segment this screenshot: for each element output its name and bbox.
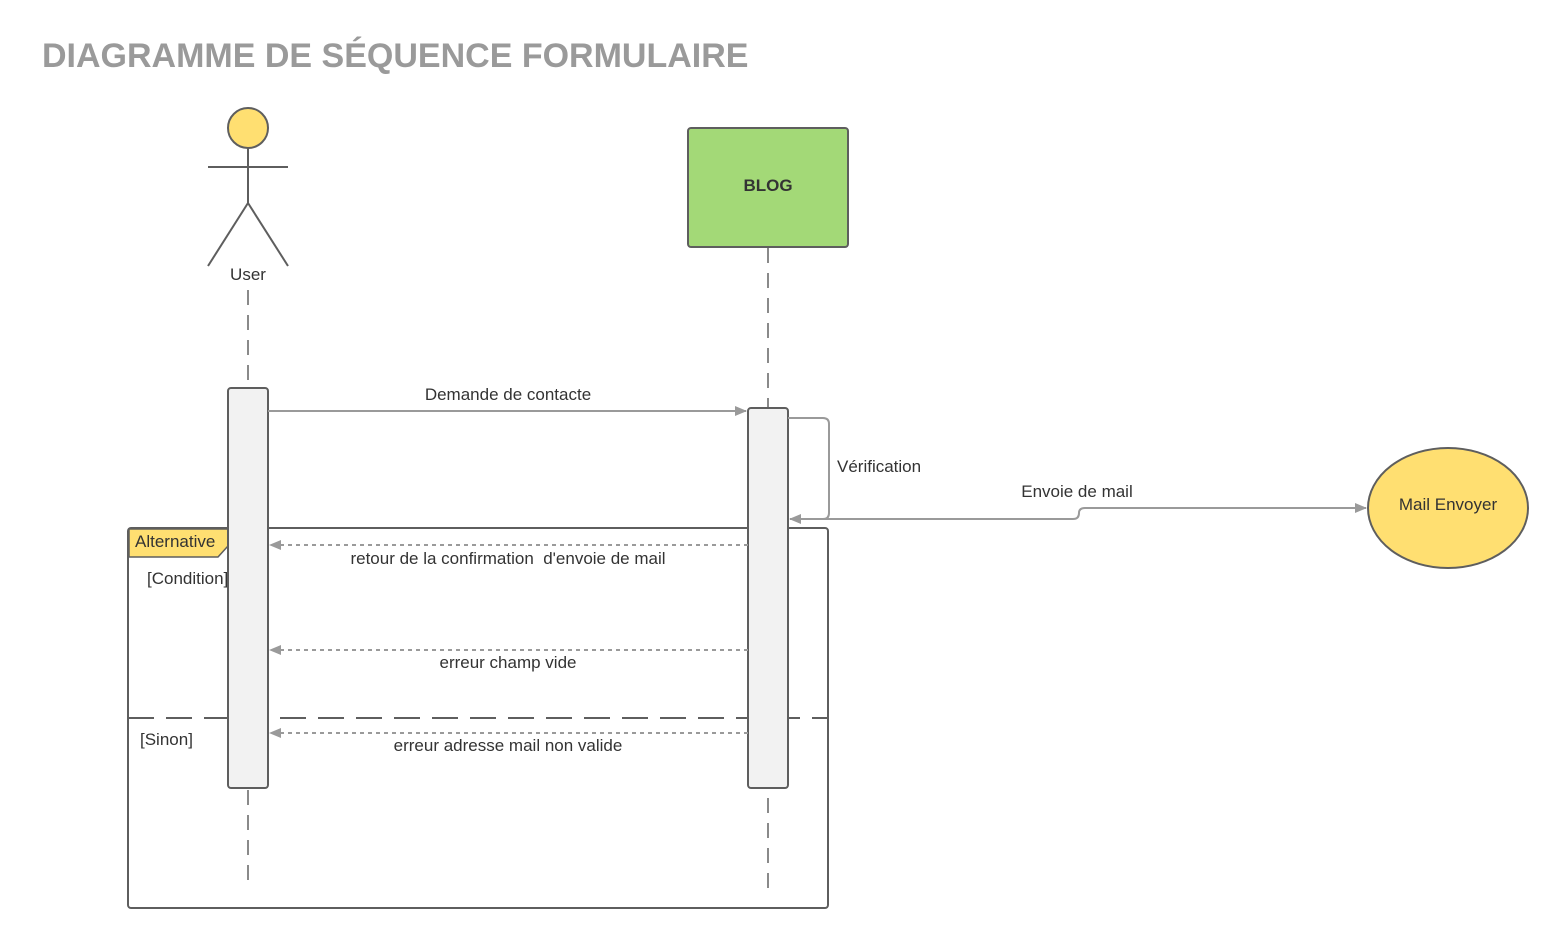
- message-verification: Vérification: [788, 417, 921, 524]
- message-demande: Demande de contacte: [268, 385, 747, 416]
- mail-entity: Mail Envoyer: [1367, 447, 1529, 569]
- diagram-title: DIAGRAMME DE SÉQUENCE FORMULAIRE: [42, 37, 748, 75]
- mail-label: Mail Envoyer: [1399, 495, 1498, 514]
- alternative-fragment: Alternative [Condition] [Sinon]: [127, 527, 829, 909]
- fragment-label: Alternative: [135, 532, 215, 551]
- user-label: User: [230, 265, 266, 284]
- message-label: erreur adresse mail non valide: [394, 736, 623, 755]
- message-label: Vérification: [837, 457, 921, 476]
- message-retour-confirmation: retour de la confirmation d'envoie de ma…: [269, 540, 748, 568]
- guard-else: [Sinon]: [140, 730, 193, 749]
- message-label: Envoie de mail: [1021, 482, 1133, 501]
- user-actor: User: [207, 107, 289, 284]
- message-arrow: [788, 417, 830, 524]
- mail-ellipse: [1367, 447, 1529, 569]
- blog-label: BLOG: [743, 176, 792, 195]
- blog-object: BLOG: [687, 127, 849, 248]
- fragment-tag: [128, 528, 229, 558]
- message-arrow: [790, 503, 1367, 520]
- message-erreur-champ: erreur champ vide: [269, 645, 748, 672]
- message-label: Demande de contacte: [425, 385, 591, 404]
- blog-box: [687, 127, 849, 248]
- message-label: retour de la confirmation d'envoie de ma…: [350, 549, 665, 568]
- blog-activation-bar: [747, 407, 789, 789]
- guard-condition: [Condition]: [147, 569, 228, 588]
- message-erreur-adresse: erreur adresse mail non valide: [269, 728, 748, 755]
- message-envoie: Envoie de mail: [790, 482, 1367, 520]
- actor-head-icon: [227, 107, 269, 149]
- message-label: erreur champ vide: [439, 653, 576, 672]
- user-activation-bar: [227, 387, 269, 789]
